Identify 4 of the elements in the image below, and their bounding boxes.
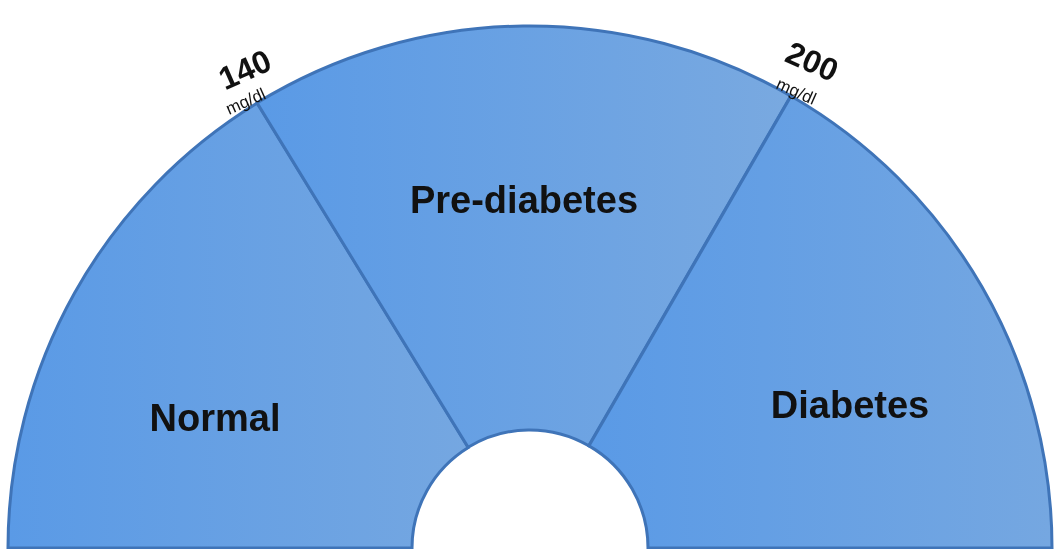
unit-label: mg/dl (772, 74, 820, 110)
segment-label: Normal (149, 396, 281, 440)
segment-label: Diabetes (770, 383, 930, 427)
segment-label: Pre-diabetes (409, 178, 639, 222)
